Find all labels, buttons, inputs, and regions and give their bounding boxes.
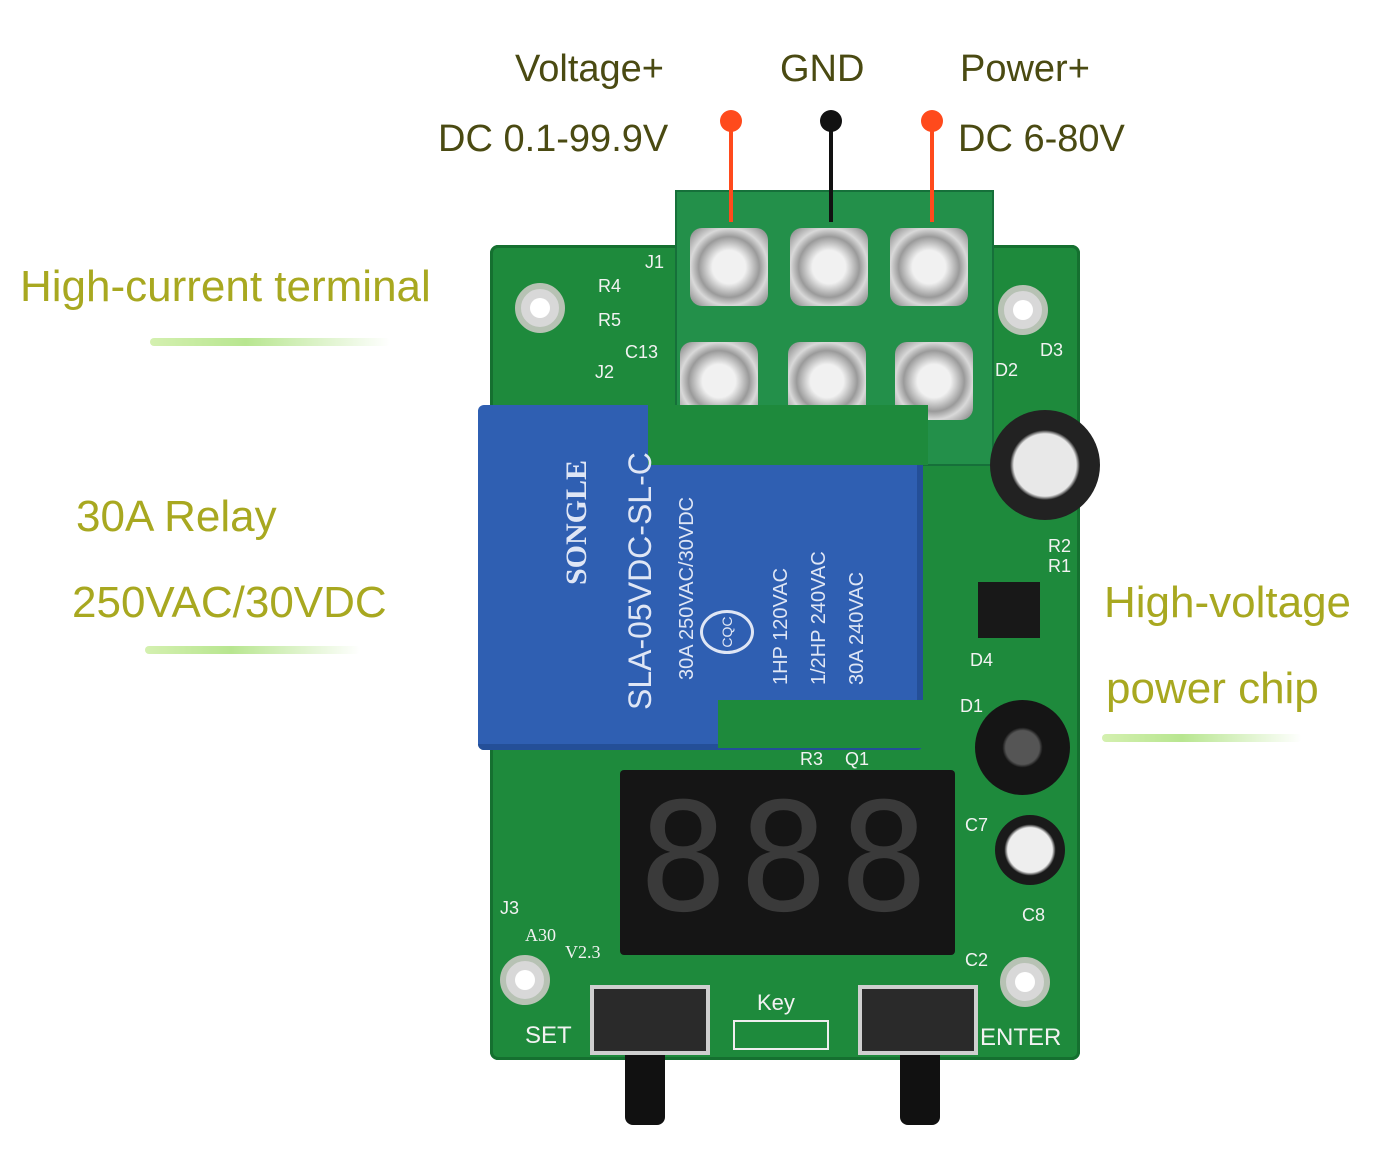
- mounting-hole: [500, 955, 550, 1005]
- seven-segment-display: 888: [620, 770, 955, 955]
- high-voltage-power-chip: [978, 582, 1040, 638]
- silk-r4: R4: [598, 276, 622, 296]
- voltage-wire-tip: [720, 110, 742, 132]
- silk-version: V2.3: [565, 942, 601, 962]
- terminal-screw: [890, 228, 968, 306]
- relay-model: SLA-05VDC-SL-C: [622, 452, 658, 710]
- relay-spec-3: 30A 240VAC: [846, 571, 868, 685]
- silk-d3: D3: [1040, 340, 1064, 360]
- mounting-hole: [1000, 957, 1050, 1007]
- relay-spec-1: 1HP 120VAC: [770, 567, 792, 685]
- enter-button-stem[interactable]: [900, 1055, 940, 1125]
- underline: [150, 338, 390, 346]
- terminal-screw: [790, 228, 868, 306]
- display-digits: 888: [638, 772, 939, 946]
- underline: [1102, 734, 1302, 742]
- relay-voltage-label: 250VAC/30VDC: [72, 578, 387, 627]
- power-wire-tip: [921, 110, 943, 132]
- voltage-plus-label: Voltage+: [515, 48, 664, 90]
- capacitor: [995, 815, 1065, 885]
- silk-c13: C13: [625, 342, 659, 362]
- silk-r5: R5: [598, 310, 622, 330]
- terminal-screw: [690, 228, 768, 306]
- mounting-hole: [515, 283, 565, 333]
- silk-set: SET: [525, 1022, 572, 1049]
- high-current-terminal-label: High-current terminal: [20, 262, 431, 311]
- silk-d4: D4: [970, 650, 994, 670]
- relay-step-cutout: [648, 405, 928, 465]
- relay-step-cutout: [718, 700, 928, 748]
- silk-key: Key: [757, 990, 795, 1015]
- power-plus-label: Power+: [960, 48, 1090, 90]
- relay-brand: SONGLE: [560, 459, 593, 585]
- gnd-wire-tip: [820, 110, 842, 132]
- power-wire: [930, 122, 934, 222]
- silk-j1: J1: [645, 252, 665, 272]
- silk-r1: R1: [1048, 556, 1072, 576]
- relay-rating-label: 30A Relay: [76, 492, 277, 541]
- silk-enter: ENTER: [980, 1024, 1062, 1051]
- silk-j3: J3: [500, 898, 520, 918]
- relay-spec-2: 1/2HP 240VAC: [808, 551, 830, 685]
- voltage-wire: [729, 122, 733, 222]
- capacitor: [990, 410, 1100, 520]
- silk-c2: C2: [965, 950, 989, 970]
- set-button-stem[interactable]: [625, 1055, 665, 1125]
- cqc-mark: CQC: [700, 610, 754, 654]
- power-range-label: DC 6-80V: [958, 118, 1125, 160]
- silk-c7: C7: [965, 815, 989, 835]
- silk-c8: C8: [1022, 905, 1046, 925]
- silk-d2: D2: [995, 360, 1019, 380]
- hv-chip-label-2: power chip: [1106, 664, 1319, 713]
- silk-d1: D1: [960, 696, 984, 716]
- underline: [145, 646, 360, 654]
- set-button[interactable]: [590, 985, 710, 1055]
- silk-q1: Q1: [845, 749, 870, 769]
- relay-rating: 30A 250VAC/30VDC: [676, 496, 698, 680]
- voltage-range-label: DC 0.1-99.9V: [438, 118, 669, 160]
- silk-r3: R3: [800, 749, 824, 769]
- mounting-hole: [998, 285, 1048, 335]
- silk-model: A30: [525, 925, 556, 945]
- enter-button[interactable]: [858, 985, 978, 1055]
- gnd-wire: [829, 122, 833, 222]
- hv-chip-label-1: High-voltage: [1104, 578, 1352, 627]
- inductor: [975, 700, 1070, 795]
- gnd-label: GND: [780, 48, 865, 90]
- silk-j2: J2: [595, 362, 615, 382]
- silk-r2: R2: [1048, 536, 1072, 556]
- key-header: [733, 1020, 829, 1050]
